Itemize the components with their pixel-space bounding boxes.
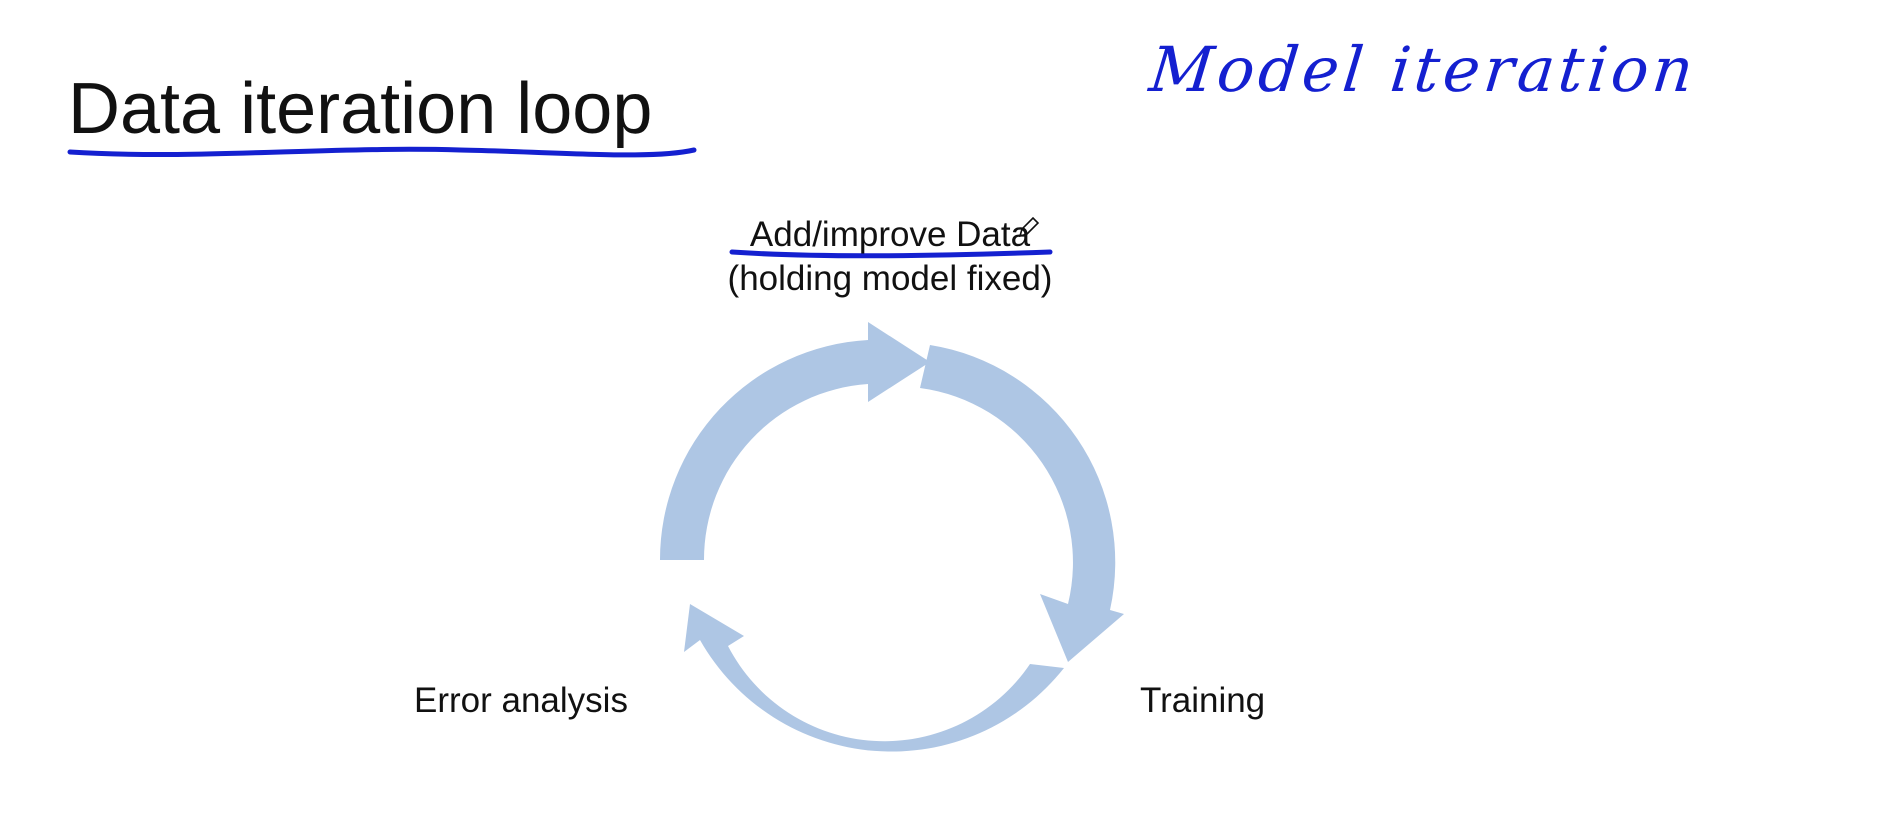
cycle-label-error-analysis: Error analysis: [414, 681, 628, 720]
arrow-right: [920, 345, 1124, 662]
pencil-icon: [1018, 216, 1040, 238]
arrow-bottom: [684, 604, 1064, 752]
arrow-top: [659, 322, 930, 560]
cycle-arrows: [659, 322, 1124, 752]
handwritten-annotation: Model iteration: [1146, 33, 1701, 106]
cycle-sublabel-holding-model-fixed: (holding model fixed): [727, 259, 1053, 298]
cycle-label-add-improve-data: Add/improve Data: [749, 215, 1031, 254]
slide-title: Data iteration loop: [68, 69, 653, 149]
cycle-label-training: Training: [1140, 681, 1266, 720]
